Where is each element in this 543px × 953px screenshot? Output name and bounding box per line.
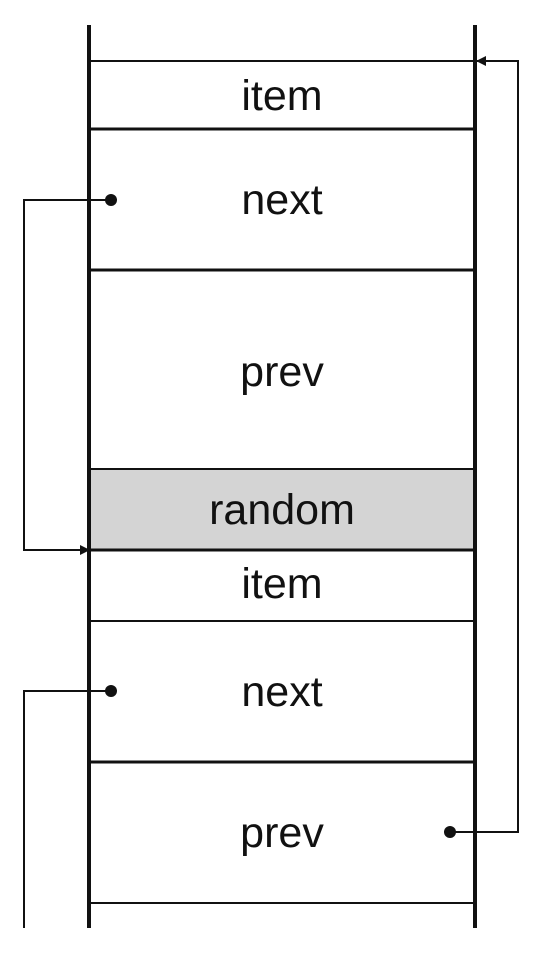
cell-label-item-2: item	[241, 560, 322, 608]
cell-label-next-2: next	[241, 668, 322, 716]
next-pointer-arrow-1	[23, 199, 111, 555]
cell-label-prev-2: prev	[240, 809, 324, 857]
cell-label-item-1: item	[241, 72, 322, 120]
cell-label-prev-1: prev	[240, 348, 324, 396]
prev-pointer-arrow	[450, 56, 519, 833]
random-cell-fill	[89, 469, 475, 550]
cell-label-random: random	[209, 486, 355, 534]
next-pointer-line-2	[23, 690, 111, 928]
cell-label-next-1: next	[241, 176, 322, 224]
